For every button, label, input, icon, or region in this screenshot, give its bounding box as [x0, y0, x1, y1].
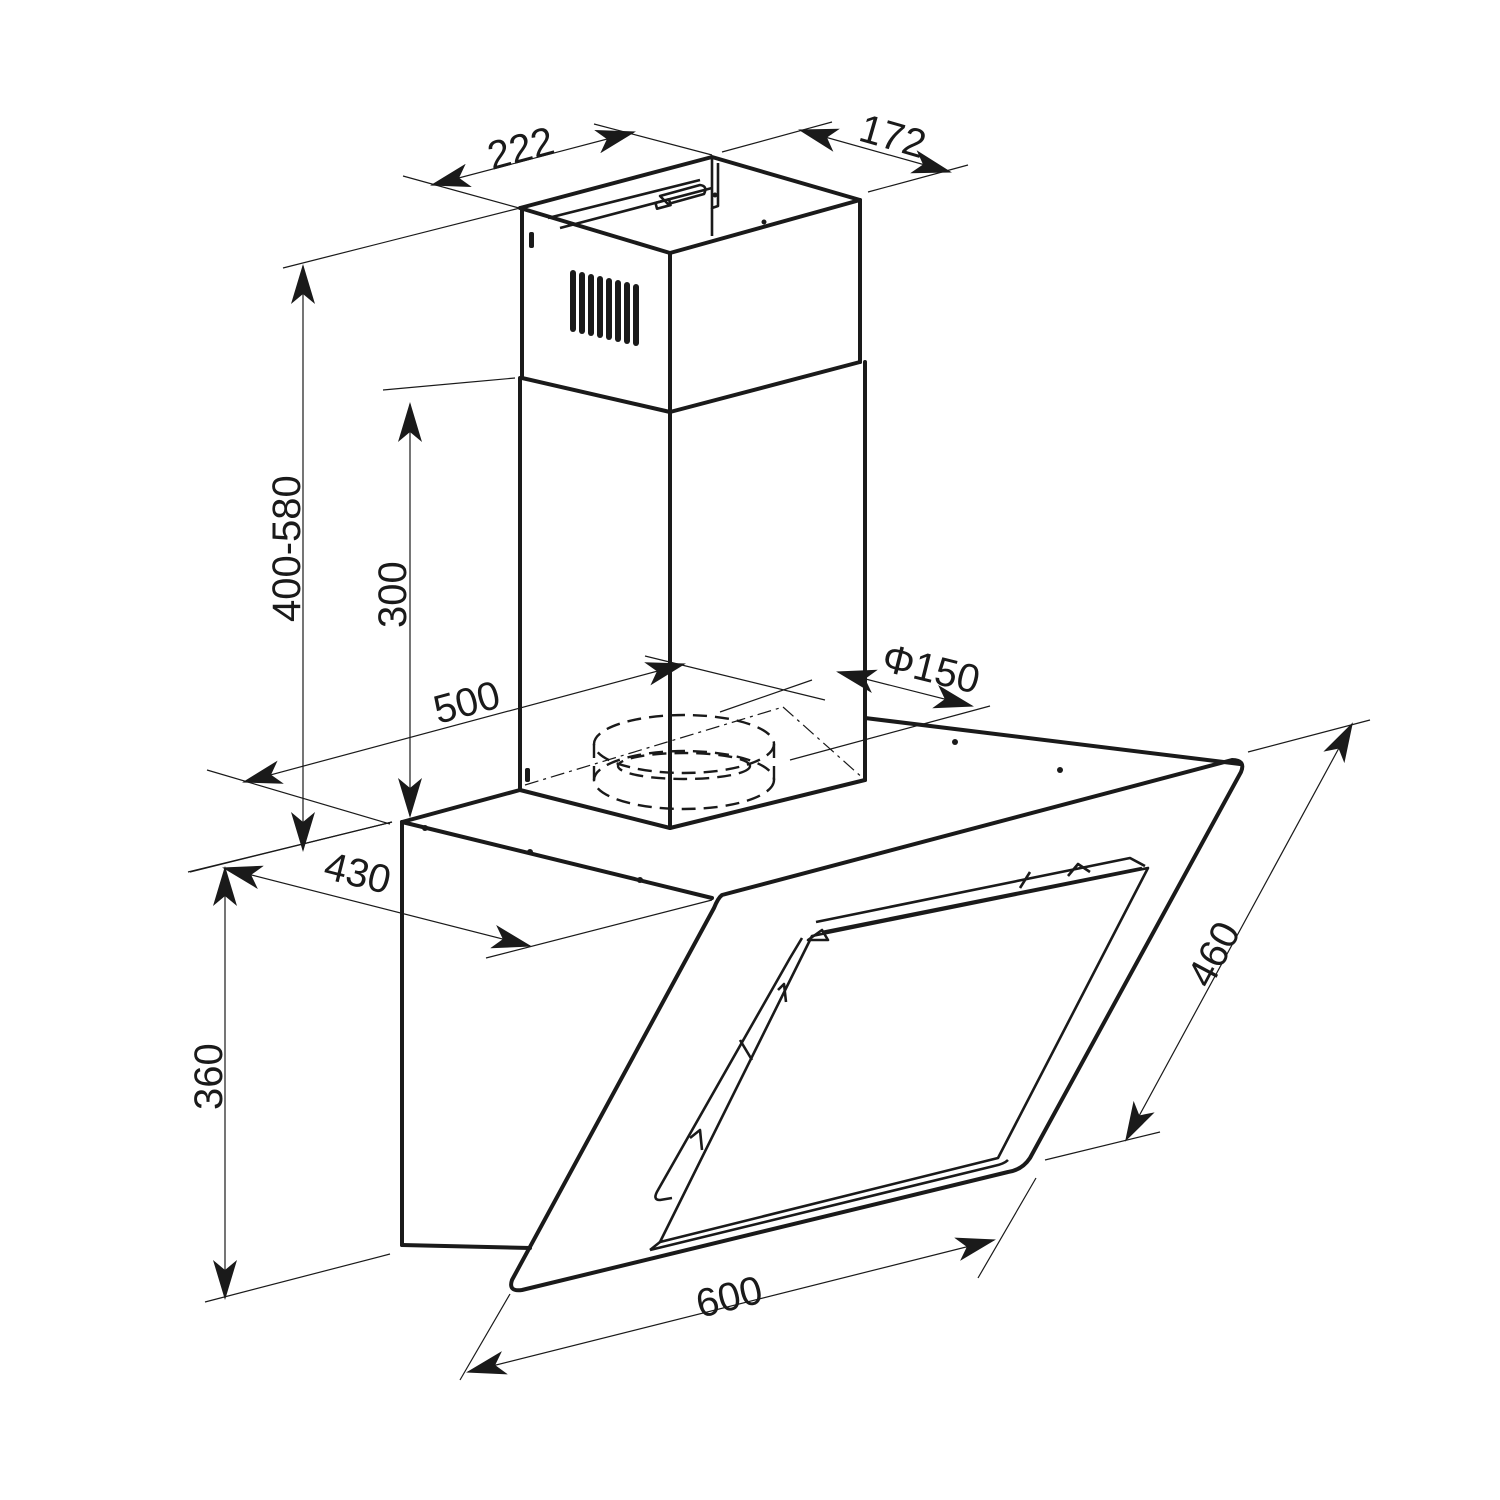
dim-label-400-580: 400-580 — [265, 475, 309, 622]
dim-label-460: 460 — [1179, 915, 1249, 995]
dim-label-600: 600 — [692, 1268, 767, 1327]
dim-label-172: 172 — [855, 106, 931, 167]
dim-label-300: 300 — [371, 561, 415, 628]
screw-slot-icon — [529, 232, 534, 248]
dimension-lines — [187, 121, 1371, 1381]
upper-chimney — [518, 155, 862, 414]
duct-collar-hidden — [592, 713, 776, 811]
dim-label-500: 500 — [429, 673, 505, 733]
hood-body — [400, 716, 1242, 1250]
vent-grille-icon — [570, 270, 639, 346]
dim-label-430: 430 — [320, 844, 395, 903]
glass-front-panel — [509, 758, 1245, 1293]
dim-label-phi150: Φ150 — [878, 636, 984, 703]
lower-chimney — [518, 360, 867, 830]
dim-label-222: 222 — [483, 119, 559, 179]
dim-label-360: 360 — [187, 1043, 231, 1110]
